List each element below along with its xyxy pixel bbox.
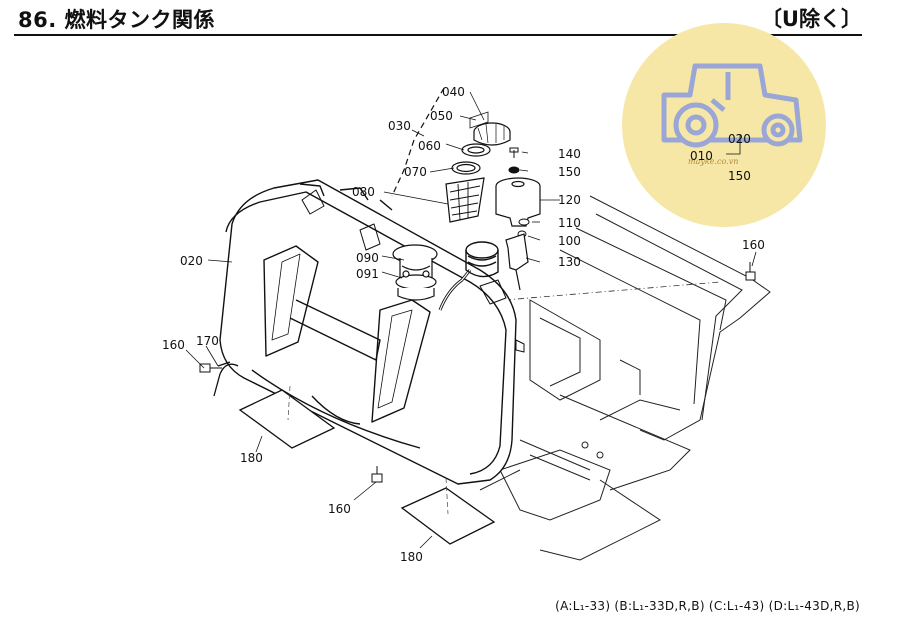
page-title: 86. 燃料タンク関係 — [18, 8, 216, 32]
callout-030: 030 — [388, 119, 411, 133]
callout-150: 150 — [558, 165, 581, 179]
fuel-tank — [219, 179, 525, 485]
callout-130: 130 — [558, 255, 581, 269]
watermark-circle — [622, 23, 826, 227]
callout-120: 120 — [558, 193, 581, 207]
callout-labels: 040 050 030 060 070 080 020 090 091 140 … — [162, 85, 765, 564]
callout-070: 070 — [404, 165, 427, 179]
callout-110: 110 — [558, 216, 581, 230]
watermark: mayke.co.vn — [162, 23, 826, 564]
callout-160-bottom: 160 — [328, 502, 351, 516]
callout-020-tank: 020 — [180, 254, 203, 268]
pad-centre-lines — [287, 385, 449, 515]
callout-180-left: 180 — [240, 451, 263, 465]
model-exclusion-badge: 〔U除く〕 — [760, 7, 862, 31]
callout-091: 091 — [356, 267, 379, 281]
callout-020-watermark: 020 — [728, 132, 751, 146]
watermark-text: mayke.co.vn — [688, 157, 738, 166]
tractor-frame — [479, 195, 771, 561]
bolt-160-left — [199, 363, 222, 373]
chain-dash-line — [504, 281, 721, 301]
callout-050: 050 — [430, 109, 453, 123]
page-header: 86. 燃料タンク関係 〔U除く〕 — [0, 0, 898, 40]
fuel-gauge-unit — [392, 244, 438, 301]
callout-160-left: 160 — [162, 338, 185, 352]
filler-cap-assembly — [445, 111, 511, 223]
callout-100: 100 — [558, 234, 581, 248]
bolt-160-right — [745, 262, 756, 281]
rubber-pads-180 — [238, 389, 496, 545]
leader-lines — [185, 91, 757, 549]
callout-170: 170 — [196, 334, 219, 348]
callout-180-bottom: 180 — [400, 550, 423, 564]
callout-090: 090 — [356, 251, 379, 265]
cover-120 — [495, 177, 541, 227]
callout-140: 140 — [558, 147, 581, 161]
callout-040: 040 — [442, 85, 465, 99]
callout-080: 080 — [352, 185, 375, 199]
callout-010: 010 — [690, 149, 713, 163]
callout-060: 060 — [418, 139, 441, 153]
clamp-170 — [213, 361, 239, 397]
header-rule — [14, 34, 862, 36]
model-applicability-footnote: (A:L₁-33) (B:L₁-33D,R,B) (C:L₁-43) (D:L₁… — [555, 599, 860, 613]
tractor-icon — [661, 63, 803, 148]
callout-150-watermark: 150 — [728, 169, 751, 183]
bolt-160-bottom — [371, 466, 383, 483]
assembly-bracket-030 — [391, 87, 445, 197]
callout-160-right: 160 — [742, 238, 765, 252]
bracket-130 — [505, 233, 529, 291]
